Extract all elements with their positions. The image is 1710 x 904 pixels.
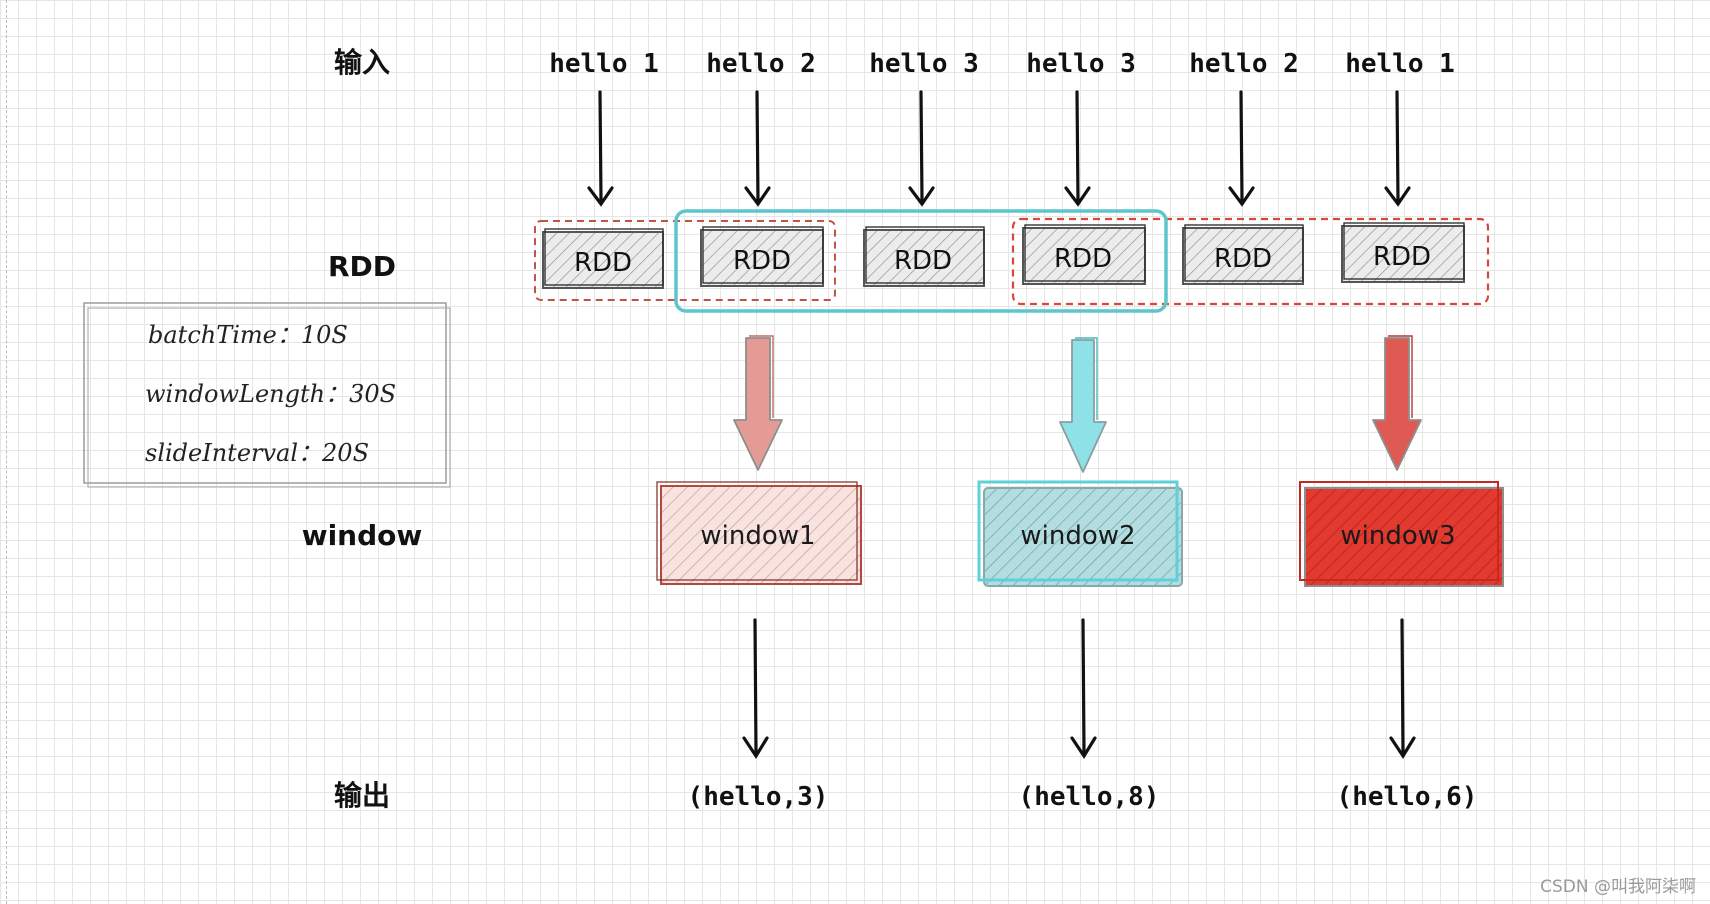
rdd-box: RDD: [1182, 224, 1304, 285]
window-box-3: window3: [1299, 481, 1504, 587]
rdd-label: RDD: [1214, 244, 1272, 274]
block-arrow-icon: [1372, 335, 1422, 471]
window2-group-outline: [674, 209, 1168, 313]
down-arrow-icon: [598, 90, 603, 202]
block-arrow-icon: [733, 335, 783, 471]
arrowhead-icon: [1064, 186, 1091, 207]
arrowhead-icon: [908, 186, 935, 207]
output-value: (hello,6): [1337, 782, 1478, 812]
input-label: hello 3: [1026, 49, 1136, 79]
window3-group-outline: [1011, 217, 1490, 306]
rdd-box: RDD: [1341, 222, 1465, 283]
row-label-window: window: [302, 519, 423, 552]
arrowhead-icon: [742, 736, 769, 759]
rdd-box: RDD: [700, 226, 824, 287]
down-arrow-icon: [1395, 90, 1400, 202]
row-label-output: 输出: [334, 779, 390, 812]
rdd-box: RDD: [542, 228, 664, 289]
param-slide-interval: slideInterval：20S: [145, 439, 369, 467]
window-label: window1: [700, 521, 815, 551]
down-arrow-icon: [1400, 618, 1405, 754]
output-value: (hello,3): [688, 782, 829, 812]
arrowhead-icon: [1070, 736, 1097, 759]
param-window-length: windowLength：30S: [145, 380, 396, 408]
down-arrow-icon: [1081, 618, 1086, 754]
arrowhead-icon: [744, 186, 771, 207]
down-arrow-icon: [1075, 90, 1080, 202]
output-value: (hello,8): [1019, 782, 1160, 812]
input-label: hello 3: [869, 49, 979, 79]
rdd-box: RDD: [1022, 224, 1146, 285]
block-arrow-icon: [1059, 337, 1107, 473]
down-arrow-icon: [755, 90, 760, 202]
arrowhead-icon: [1389, 736, 1416, 759]
params-box: batchTime：10S windowLength：30S slideInte…: [83, 302, 451, 488]
window-label: window2: [1020, 521, 1135, 551]
input-label: hello 1: [1345, 49, 1455, 79]
input-label: hello 2: [706, 49, 816, 79]
arrowhead-icon: [1228, 186, 1255, 207]
window-box-1: window1: [656, 481, 862, 585]
input-arrows: [587, 90, 1411, 207]
down-arrow-icon: [1239, 90, 1244, 202]
down-arrow-icon: [919, 90, 924, 202]
window-label: window3: [1340, 521, 1455, 551]
param-batch-time: batchTime：10S: [148, 321, 348, 349]
rdd-box: RDD: [863, 226, 985, 287]
rdd-label: RDD: [574, 248, 632, 278]
window-box-2: window2: [977, 480, 1183, 587]
arrowhead-icon: [1384, 186, 1411, 207]
input-label: hello 1: [549, 49, 659, 79]
window1-group-outline: [534, 220, 836, 301]
output-arrows: [742, 618, 1416, 759]
rdd-label: RDD: [894, 246, 952, 276]
arrowhead-icon: [587, 186, 614, 207]
left-guide-line: [6, 0, 7, 904]
watermark: CSDN @叫我阿柒啊: [1540, 877, 1696, 897]
input-label: hello 2: [1189, 49, 1299, 79]
rdd-label: RDD: [1373, 242, 1431, 272]
row-label-input: 输入: [334, 46, 390, 79]
rdd-label: RDD: [1054, 244, 1112, 274]
rdd-label: RDD: [733, 246, 791, 276]
down-arrow-icon: [753, 618, 758, 754]
row-label-rdd: RDD: [328, 250, 396, 283]
